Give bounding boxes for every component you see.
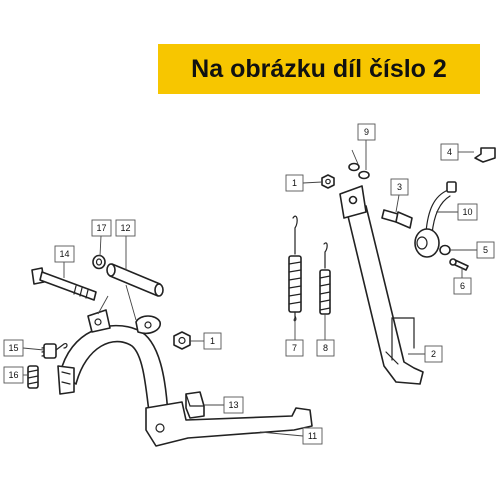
callout-3: 3 bbox=[390, 178, 409, 196]
callout-6: 6 bbox=[453, 277, 472, 295]
long-spring bbox=[288, 215, 302, 322]
small-spring bbox=[41, 343, 68, 359]
stopper-bolt bbox=[449, 258, 469, 271]
stopper-plate bbox=[414, 181, 457, 258]
callout-2: 2 bbox=[424, 345, 443, 363]
svg-text:1: 1 bbox=[210, 336, 215, 346]
callout-12: 12 bbox=[115, 219, 136, 237]
svg-text:12: 12 bbox=[120, 223, 130, 233]
rubber-pad bbox=[185, 391, 205, 419]
left-washer bbox=[92, 254, 106, 270]
washers bbox=[348, 162, 370, 180]
svg-text:6: 6 bbox=[460, 281, 465, 291]
side-stand-leg bbox=[339, 185, 424, 385]
svg-text:5: 5 bbox=[483, 245, 488, 255]
long-pivot-bolt bbox=[31, 267, 97, 301]
callout-11: 11 bbox=[302, 427, 323, 445]
svg-text:3: 3 bbox=[397, 182, 402, 192]
callout-14: 14 bbox=[54, 245, 75, 263]
short-spring bbox=[319, 242, 331, 315]
callout-7: 7 bbox=[285, 339, 304, 357]
nut-right bbox=[321, 174, 335, 189]
leader-lines bbox=[22, 140, 477, 437]
rubber-stopper bbox=[474, 147, 496, 163]
callout-17: 17 bbox=[91, 219, 112, 237]
callout-15: 15 bbox=[3, 339, 24, 357]
svg-text:13: 13 bbox=[228, 400, 238, 410]
callout-1-right: 1 bbox=[285, 174, 304, 192]
pivot-bolt bbox=[381, 209, 413, 229]
main-stand-frame bbox=[57, 309, 313, 447]
svg-text:7: 7 bbox=[292, 343, 297, 353]
svg-text:1: 1 bbox=[292, 178, 297, 188]
callout-16: 16 bbox=[3, 366, 24, 384]
coil-spring bbox=[27, 365, 39, 389]
svg-text:15: 15 bbox=[8, 343, 18, 353]
svg-text:11: 11 bbox=[308, 431, 317, 441]
callout-4: 4 bbox=[440, 143, 459, 161]
callout-1-left: 1 bbox=[203, 332, 222, 350]
callout-5: 5 bbox=[476, 241, 495, 259]
small-washer bbox=[439, 244, 451, 256]
pivot-sleeve bbox=[106, 263, 164, 297]
svg-text:16: 16 bbox=[8, 370, 18, 380]
nut-left bbox=[173, 331, 191, 350]
svg-text:10: 10 bbox=[462, 207, 472, 217]
svg-text:17: 17 bbox=[96, 223, 106, 233]
svg-text:8: 8 bbox=[323, 343, 328, 353]
callout-9: 9 bbox=[357, 123, 376, 141]
callout-10: 10 bbox=[457, 203, 478, 221]
svg-text:4: 4 bbox=[447, 147, 452, 157]
callout-13: 13 bbox=[223, 396, 244, 414]
svg-text:14: 14 bbox=[59, 249, 69, 259]
svg-text:9: 9 bbox=[364, 127, 369, 137]
part-number-banner: Na obrázku díl číslo 2 bbox=[158, 44, 480, 94]
callout-8: 8 bbox=[316, 339, 335, 357]
main-stand-assembly bbox=[27, 254, 313, 447]
svg-text:2: 2 bbox=[431, 349, 436, 359]
side-stand-assembly bbox=[288, 147, 496, 385]
